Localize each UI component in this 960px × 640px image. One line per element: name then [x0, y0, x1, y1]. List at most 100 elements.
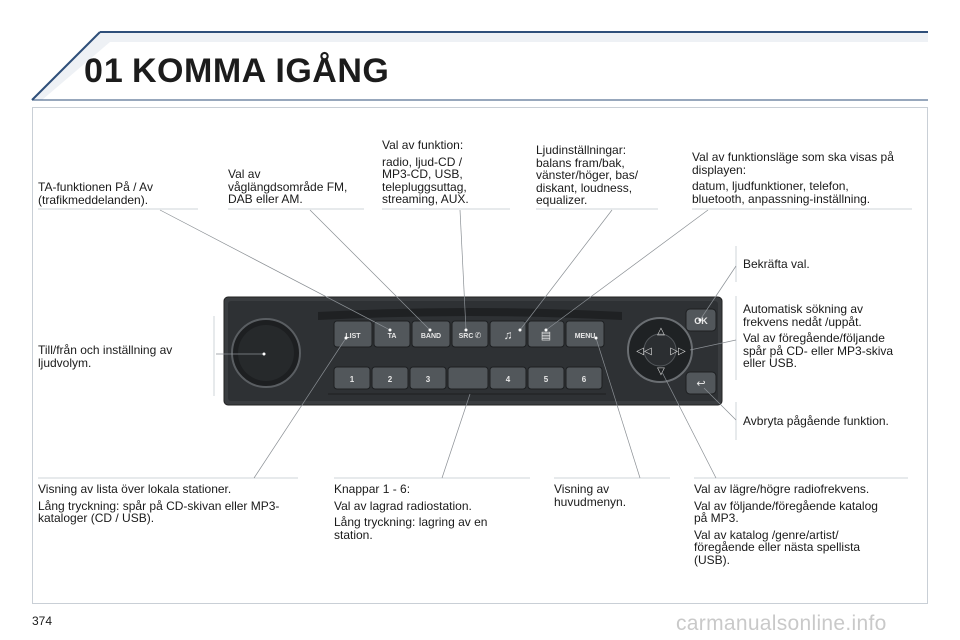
- dot-src: [464, 328, 468, 332]
- leader-cancel: [703, 387, 737, 421]
- header-diagonal-line: [31, 31, 101, 101]
- callout-ta: TA-funktionen På / Av (trafikmeddelanden…: [38, 181, 198, 210]
- preset-label-5: 5: [544, 375, 549, 384]
- preset-label-3: 3: [426, 375, 431, 384]
- callout-cancel-text: Avbryta pågående funktion.: [743, 414, 889, 428]
- list-button-label: LIST: [345, 333, 361, 340]
- callout-confirm: Bekräfta val.: [743, 258, 913, 275]
- leader-band: [309, 209, 431, 331]
- callout-list: Visning av lista över lokala stationer. …: [38, 483, 308, 529]
- nav-down-icon: ▽: [657, 366, 665, 377]
- leader-ta: [159, 209, 391, 331]
- preset-button-3[interactable]: [409, 366, 447, 390]
- nav-up-icon: △: [657, 326, 665, 337]
- menu-button-label: MENU: [575, 333, 596, 340]
- header-tab-shape: [32, 32, 928, 100]
- leader-menu: [595, 337, 641, 479]
- leader-dots: [262, 318, 702, 356]
- dot-ta: [388, 328, 392, 332]
- leader-confirm: [699, 265, 737, 321]
- callout-main-menu: Visning av huvudmenyn.: [554, 483, 674, 512]
- callout-auto-search-text: Automatisk sökning av frekvens nedåt /up…: [743, 302, 864, 329]
- callout-keys-title: Knappar 1 - 6:: [334, 482, 411, 496]
- navigation-center: [643, 333, 677, 367]
- phone-icon: ✆: [475, 331, 482, 340]
- list-button[interactable]: [333, 320, 373, 348]
- callout-freq-title: Val av lägre/högre radiofrekvens.: [694, 482, 870, 496]
- radio-unit: LIST TA BAND SRC ✆ ♫ ▤ MENU 1 2 3 4 5 6: [223, 296, 723, 406]
- preset-label-6: 6: [582, 375, 587, 384]
- dot-volume: [262, 352, 266, 356]
- preset-label-1: 1: [350, 375, 355, 384]
- preset-button-5[interactable]: [527, 366, 565, 390]
- preset-label-4: 4: [506, 375, 511, 384]
- callout-keys-line2: Lång tryckning: lagring av en station.: [334, 515, 488, 542]
- callout-list-body: Lång tryckning: spår på CD-skivan eller …: [38, 498, 280, 525]
- dot-ok: [698, 318, 702, 322]
- leader-seek: [689, 339, 737, 351]
- seek-back-icon: ◁◁: [636, 346, 652, 357]
- callout-display-mode-body: datum, ljudfunktioner, telefon, bluetoot…: [692, 179, 871, 206]
- callout-power-volume-text: Till/från och inställning av ljudvolym.: [38, 343, 173, 370]
- display-mode-button[interactable]: [527, 320, 565, 348]
- preset-spacer: [447, 366, 489, 390]
- callout-display-mode-title: Val av funktionsläge som ska visas på di…: [692, 150, 894, 177]
- dot-display: [544, 328, 548, 332]
- audio-settings-button[interactable]: [489, 320, 527, 348]
- chapter-title: KOMMA IGÅNG: [132, 52, 390, 90]
- callout-freq-line2: Val av katalog /genre/artist/ föregående…: [694, 527, 861, 567]
- leader-lines: [159, 209, 737, 479]
- callout-audio-settings-text: Ljudinställningar: balans fram/bak, väns…: [536, 143, 639, 207]
- seek-forward-icon: ▷▷: [670, 346, 686, 357]
- dot-menu: [594, 336, 598, 340]
- label-separators: [38, 208, 912, 479]
- callout-ta-text: TA-funktionen På / Av (trafikmeddelanden…: [38, 180, 153, 207]
- src-button-label: SRC: [459, 333, 474, 340]
- callout-audio-settings: Ljudinställningar: balans fram/bak, väns…: [536, 144, 660, 211]
- callout-main-menu-text: Visning av huvudmenyn.: [554, 482, 627, 509]
- leader-list: [253, 337, 347, 479]
- callout-keys-line1: Val av lagrad radiostation.: [334, 498, 472, 513]
- callout-freq-line1: Val av följande/föregående katalog på MP…: [694, 498, 878, 525]
- music-note-icon: ♫: [504, 328, 513, 342]
- content-frame: [32, 107, 928, 604]
- callout-src-title: Val av funktion:: [382, 138, 464, 152]
- callout-keys: Knappar 1 - 6: Val av lagrad radiostatio…: [334, 483, 534, 545]
- leader-freq: [661, 371, 717, 479]
- cd-slot: [318, 308, 622, 320]
- band-button[interactable]: [411, 320, 451, 348]
- callout-seek: Automatisk sökning av frekvens nedåt /up…: [743, 303, 923, 374]
- callout-confirm-text: Bekräfta val.: [743, 257, 810, 271]
- band-button-label: BAND: [421, 333, 441, 340]
- preset-button-6[interactable]: [565, 366, 603, 390]
- callout-list-title: Visning av lista över lokala stationer.: [38, 482, 232, 496]
- chapter-header: 01 KOMMA IGÅNG: [0, 0, 960, 105]
- callout-cancel: Avbryta pågående funktion.: [743, 415, 923, 432]
- ta-button[interactable]: [373, 320, 411, 348]
- preset-button-1[interactable]: [333, 366, 371, 390]
- leader-display: [545, 209, 709, 331]
- callout-band-text: Val av våglängdsområde FM, DAB eller AM.: [228, 167, 348, 206]
- back-arrow-icon: ↩: [696, 378, 705, 390]
- leader-src: [459, 209, 467, 331]
- volume-knob-face: [238, 325, 294, 381]
- callout-display-mode: Val av funktionsläge som ska visas på di…: [692, 151, 914, 209]
- top-button-row: LIST TA BAND SRC ✆ ♫ ▤ MENU: [333, 320, 605, 348]
- page-number: 374: [32, 614, 53, 628]
- menu-button[interactable]: [565, 320, 605, 348]
- watermark: carmanualsonline.info: [676, 612, 887, 635]
- callout-band: Val av våglängdsområde FM, DAB eller AM.: [228, 168, 368, 210]
- preset-button-4[interactable]: [489, 366, 527, 390]
- dot-audio: [518, 328, 522, 332]
- preset-button-row: 1 2 3 4 5 6: [333, 366, 603, 390]
- callout-power-volume: Till/från och inställning av ljudvolym.: [38, 344, 213, 373]
- callout-src-body: radio, ljud-CD / MP3-CD, USB, telepluggs…: [382, 154, 469, 206]
- ta-button-label: TA: [388, 333, 397, 340]
- back-button[interactable]: [685, 371, 717, 395]
- preset-button-2[interactable]: [371, 366, 409, 390]
- chapter-number: 01: [84, 52, 124, 90]
- src-button[interactable]: [451, 320, 489, 348]
- dot-list: [344, 336, 348, 340]
- preset-label-2: 2: [388, 375, 393, 384]
